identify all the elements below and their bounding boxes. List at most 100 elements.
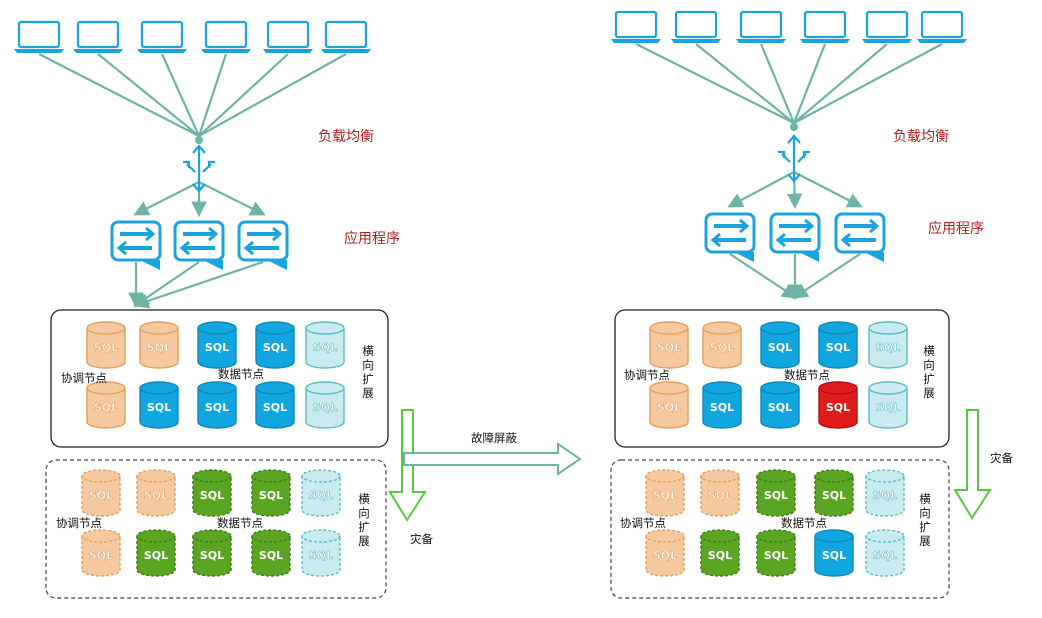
left-primary-sql-database-icon-r2c2: SQL [139,381,179,429]
right-load-balancer-icon [778,134,810,183]
svg-text:SQL: SQL [710,401,734,414]
left-lb-to-app-3 [198,181,266,216]
right-primary-sql-database-icon-r2c4: SQL [818,381,858,429]
left-app-server-icon-2 [173,220,225,270]
right-primary-sql-database-icon-r1c5: SQL [868,321,908,369]
left-laptop-icon-4 [201,20,251,53]
right-primary-cluster-box [614,309,950,448]
svg-text:SQL: SQL [876,401,900,414]
left-application-label: 应用程序 [344,230,400,247]
svg-text:SQL: SQL [873,489,897,502]
left-backup-sql-database-icon-r2c1: SQL [81,529,121,577]
right-backup-cluster-box [610,459,950,599]
svg-text:SQL: SQL [94,401,118,414]
left-backup-coord-label: 协调节点 [56,516,102,530]
left-backup-sql-database-icon-r2c5: SQL [301,529,341,577]
right-client-link-2 [695,43,795,124]
right-backup-sql-database-icon-r2c1: SQL [645,529,685,577]
left-laptop-icon-3 [137,20,187,53]
svg-text:SQL: SQL [259,489,283,502]
svg-text:SQL: SQL [873,549,897,562]
right-primary-sql-database-icon-r1c3: SQL [760,321,800,369]
left-app-to-cluster-3 [133,260,264,309]
right-backup-sql-database-icon-r1c4: SQL [814,469,854,517]
left-app-server-icon-1 [110,220,162,270]
left-primary-sql-database-icon-r1c3: SQL [197,321,237,369]
right-lb-to-app-1 [727,171,795,208]
left-load-balance-label: 负载均衡 [318,129,374,145]
left-laptop-icon-6 [321,20,371,53]
right-laptop-icon-3 [736,10,786,43]
right-app-to-cluster-1 [729,253,798,299]
right-backup-sql-database-icon-r2c3: SQL [756,529,796,577]
database-nodes: SQL SQL SQL SQL SQL SQL SQL SQL SQL SQL SQL SQL SQL S… [81,321,908,577]
left-laptop-icon-2 [73,20,123,53]
right-primary-sql-database-icon-r2c5: SQL [868,381,908,429]
svg-text:SQL: SQL [826,401,850,414]
svg-text:SQL: SQL [657,401,681,414]
left-client-link-3 [160,53,201,137]
right-client-link-3 [759,43,796,124]
left-client-link-1 [38,53,200,137]
right-backup-sql-database-icon-r1c5: SQL [865,469,905,517]
right-primary-sql-database-icon-r2c2: SQL [702,381,742,429]
right-app-server-icon-2 [769,212,821,262]
left-backup-sql-database-icon-r1c3: SQL [192,469,232,517]
right-primary-scale-label: 横向扩展 [923,344,935,400]
right-app-server-icon-3 [834,212,886,262]
right-backup-coord-label: 协调节点 [620,516,666,530]
right-primary-sql-database-icon-r1c2: SQL [702,321,742,369]
svg-text:SQL: SQL [764,549,788,562]
right-backup-data-label: 数据节点 [781,516,827,530]
left-client-link-6 [198,53,347,137]
right-dr-label: 灾备 [990,451,1013,465]
left-client-link-4 [197,53,228,137]
svg-text:SQL: SQL [826,341,850,354]
svg-text:SQL: SQL [144,549,168,562]
right-backup-sql-database-icon-r2c4: SQL [814,529,854,577]
svg-text:SQL: SQL [876,341,900,354]
svg-text:SQL: SQL [768,341,792,354]
svg-text:SQL: SQL [89,549,113,562]
left-backup-sql-database-icon-r2c4: SQL [251,529,291,577]
left-primary-coord-label: 协调节点 [61,371,107,385]
right-client-link-6 [793,43,943,124]
failover-arrow [403,442,582,476]
left-lb-to-app-1 [133,181,200,216]
svg-text:SQL: SQL [94,341,118,354]
right-load-balance-label: 负载均衡 [893,129,949,145]
right-hub-icon [790,123,798,131]
right-primary-sql-database-icon-r2c1: SQL [649,381,689,429]
right-laptop-icon-4 [800,10,850,43]
right-client-link-1 [635,43,795,124]
right-application-label: 应用程序 [928,220,984,237]
left-client-link-5 [198,53,289,137]
left-primary-sql-database-icon-r2c3: SQL [197,381,237,429]
left-primary-sql-database-icon-r1c4: SQL [255,321,295,369]
svg-text:SQL: SQL [309,489,333,502]
right-primary-data-label: 数据节点 [784,368,830,382]
svg-text:SQL: SQL [259,549,283,562]
failover-label: 故障屏蔽 [471,431,517,445]
svg-text:SQL: SQL [144,489,168,502]
left-client-link-2 [97,53,200,137]
left-backup-sql-database-icon-r1c5: SQL [301,469,341,517]
left-backup-sql-database-icon-r2c2: SQL [136,529,176,577]
svg-text:SQL: SQL [653,489,677,502]
svg-text:SQL: SQL [205,401,229,414]
left-backup-sql-database-icon-r1c2: SQL [136,469,176,517]
connection-lines [38,43,943,309]
right-backup-sql-database-icon-r1c2: SQL [700,469,740,517]
left-backup-data-label: 数据节点 [217,516,263,530]
svg-text:SQL: SQL [768,401,792,414]
right-app-server-icon-1 [704,212,756,262]
left-backup-sql-database-icon-r2c3: SQL [192,529,232,577]
right-laptop-icon-6 [917,10,967,43]
left-primary-sql-database-icon-r2c5: SQL [305,381,345,429]
left-backup-sql-database-icon-r1c4: SQL [251,469,291,517]
svg-text:SQL: SQL [89,489,113,502]
right-client-link-5 [793,43,888,124]
svg-text:SQL: SQL [200,549,224,562]
right-backup-sql-database-icon-r1c1: SQL [645,469,685,517]
